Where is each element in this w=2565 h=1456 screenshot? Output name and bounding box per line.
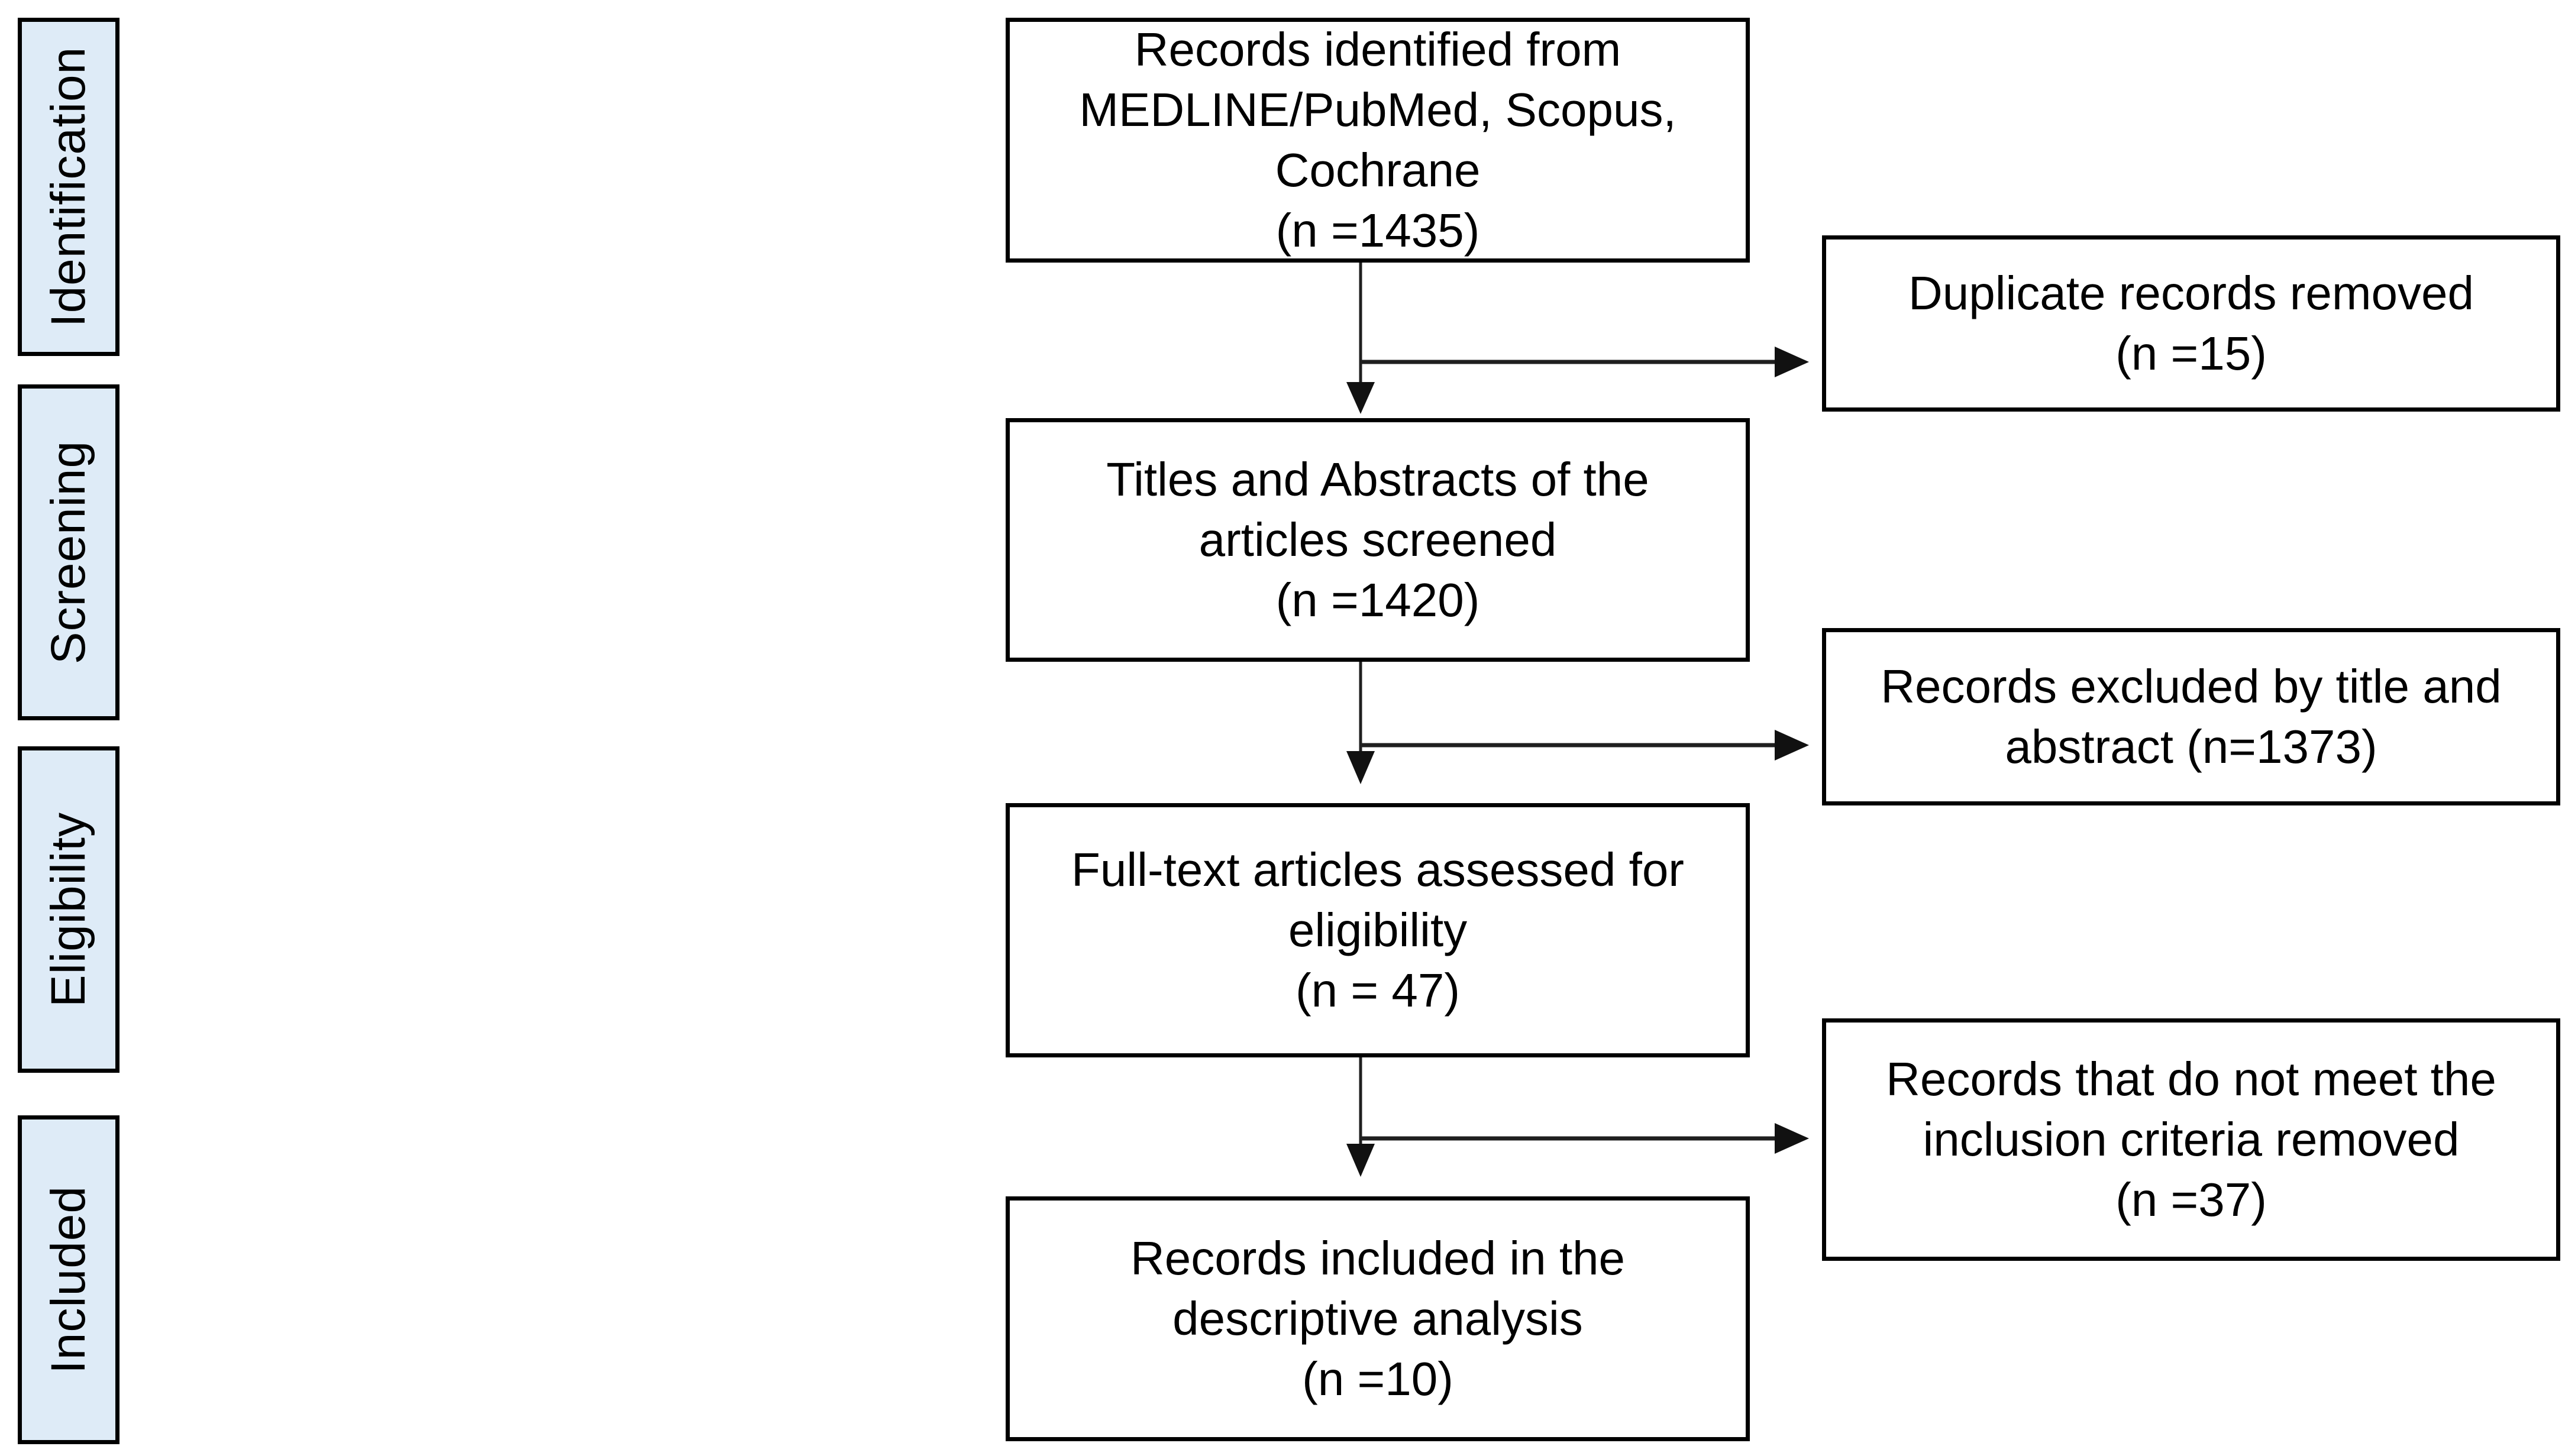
- flow-box-text: Full-text articles assessed for eligibil…: [1071, 843, 1684, 1017]
- flow-box-not-meeting-criteria: Records that do not meet the inclusion c…: [1822, 1018, 2560, 1261]
- arrow-down-1-head: [1346, 382, 1375, 414]
- arrow-right-1-head: [1775, 347, 1809, 377]
- flow-box-titles-abstracts-screened: Titles and Abstracts of the articles scr…: [1006, 418, 1750, 662]
- stage-label-eligibility: Eligibility: [18, 746, 119, 1073]
- stage-label-text: Included: [41, 1185, 95, 1374]
- stage-label-included: Included: [18, 1115, 119, 1444]
- flow-box-text: Duplicate records removed (n =15): [1908, 267, 2474, 380]
- flow-box-fulltext-assessed: Full-text articles assessed for eligibil…: [1006, 803, 1750, 1057]
- arrow-right-2-head: [1775, 730, 1809, 761]
- stage-label-text: Eligibility: [41, 812, 95, 1007]
- arrow-down-3-head: [1346, 1144, 1375, 1177]
- stage-label-text: Identification: [41, 46, 96, 328]
- flow-box-text: Records excluded by title and abstract (…: [1881, 660, 2502, 773]
- flow-box-text: Records included in the descriptive anal…: [1130, 1232, 1626, 1405]
- flow-box-text: Titles and Abstracts of the articles scr…: [1106, 453, 1649, 626]
- stage-label-identification: Identification: [18, 18, 119, 356]
- arrow-down-2-head: [1346, 751, 1375, 784]
- flow-box-text: Records identified from MEDLINE/PubMed, …: [1079, 23, 1676, 257]
- flow-box-excluded-title-abstract: Records excluded by title and abstract (…: [1822, 628, 2560, 805]
- stage-label-screening: Screening: [18, 384, 119, 720]
- arrow-right-3-head: [1775, 1123, 1809, 1154]
- stage-label-text: Screening: [41, 440, 95, 665]
- flow-box-text: Records that do not meet the inclusion c…: [1886, 1053, 2496, 1226]
- flow-box-records-included: Records included in the descriptive anal…: [1006, 1196, 1750, 1441]
- flow-box-duplicates-removed: Duplicate records removed (n =15): [1822, 235, 2560, 412]
- flow-box-records-identified: Records identified from MEDLINE/PubMed, …: [1006, 18, 1750, 263]
